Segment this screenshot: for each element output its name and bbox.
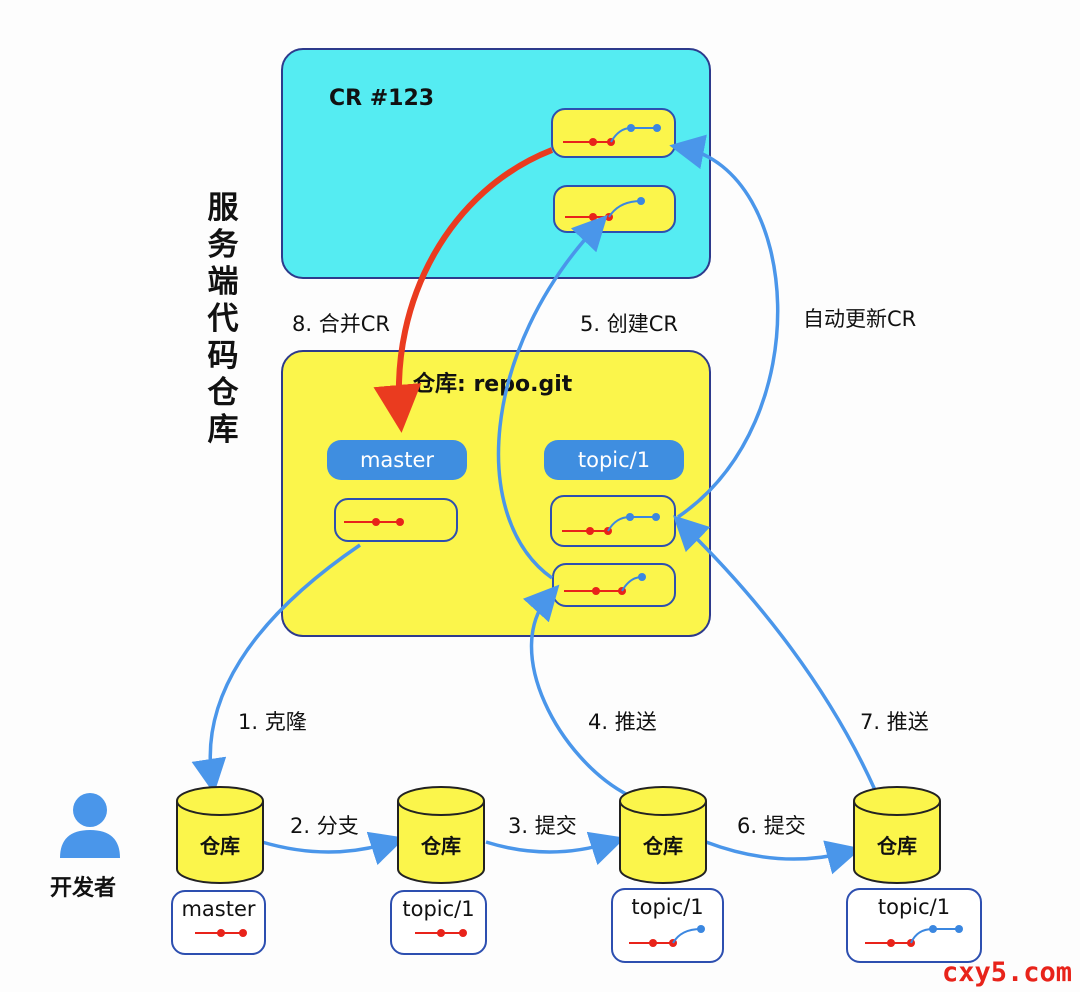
database-icon [853,786,941,884]
master-commit [334,498,458,542]
repo-title: 仓库: repo.git [413,372,573,397]
commit-graph-icon [865,925,963,947]
step-create-cr-label: 5. 创建CR [580,312,678,336]
step-commit-2-label: 6. 提交 [737,814,806,838]
topic-commit-initial [552,563,676,607]
server-title: 服务端代码仓库 [207,190,239,448]
local-branch-box-4: topic/1 [846,888,982,963]
commit-graph-icon [565,197,645,221]
step-clone-label: 1. 克隆 [238,710,307,734]
watermark: cxy5.com [941,957,1072,988]
local-branch-box-3: topic/1 [611,888,724,963]
step-commit-1-label: 3. 提交 [508,814,577,838]
step-push-1-label: 4. 推送 [588,710,657,734]
cr-box: CR #123 [281,48,711,279]
branch-name: topic/1 [402,897,475,921]
local-repo-2[interactable]: 仓库 [396,785,486,885]
topic-commit-latest [550,495,676,547]
local-repo-4[interactable]: 仓库 [852,785,942,885]
repo-label: 仓库 [643,834,683,858]
step-branch-label: 2. 分支 [290,814,359,838]
database-icon [619,786,707,884]
local-repo-1[interactable]: 仓库 [175,785,265,885]
commit-graph-icon [562,513,660,535]
arrow-commit-1 [485,831,626,866]
commit-graph-icon [344,518,404,526]
local-repo-3[interactable]: 仓库 [618,785,708,885]
cr-commit-initial [553,185,676,233]
branch-topic-chip[interactable]: topic/1 [544,440,684,480]
cr-title: CR #123 [329,86,435,111]
repo-label: 仓库 [200,834,240,858]
commit-graph-icon [194,929,247,937]
branch-name: topic/1 [877,895,951,919]
database-icon [176,786,264,884]
database-icon [397,786,485,884]
branch-name: topic/1 [631,895,704,919]
local-branch-box-2: topic/1 [390,890,487,955]
branch-master-chip[interactable]: master [327,440,467,480]
developer-icon [60,793,120,858]
arrow-push-2 [672,515,877,791]
step-push-2-label: 7. 推送 [860,710,929,734]
commit-graph-icon [564,573,646,595]
commit-graph-icon [563,124,661,146]
commit-graph-icon [414,929,467,937]
repo-label: 仓库 [877,834,917,858]
arrow-commit-2 [705,840,862,875]
developer-label: 开发者 [50,876,117,901]
arrow-branch [261,831,406,866]
step-auto-update-label: 自动更新CR [803,307,917,331]
repo-label: 仓库 [421,834,461,858]
cr-commit-latest [551,108,676,158]
step-merge-label: 8. 合并CR [292,312,390,336]
local-branch-box-1: master [171,890,266,955]
commit-graph-icon [628,925,705,947]
branch-name: master [181,897,256,921]
